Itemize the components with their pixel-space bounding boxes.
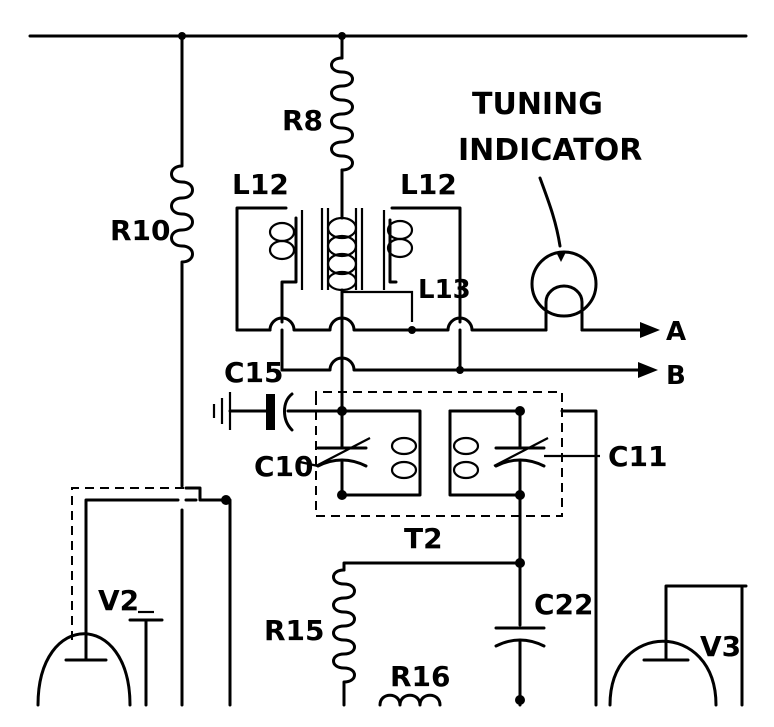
label-r15: R15: [264, 614, 325, 647]
label-c10: C10: [254, 450, 314, 483]
junction-r10-top: [178, 32, 186, 40]
label-c15: C15: [224, 356, 284, 389]
resistor-r16: [378, 693, 442, 707]
junction-c10-bottom: [337, 490, 347, 500]
junction-b: [456, 366, 464, 374]
label-indicator: INDICATOR: [458, 133, 642, 168]
label-v2: V2: [98, 584, 139, 617]
label-r10: R10: [110, 214, 171, 247]
label-l12-left: L12: [232, 168, 289, 201]
label-output-a: A: [666, 317, 686, 347]
label-l12-right: L12: [400, 168, 457, 201]
junction-c11-top: [515, 406, 525, 416]
resistor-r15: [332, 561, 522, 707]
label-t2: T2: [404, 522, 443, 555]
label-c11: C11: [608, 440, 668, 473]
tube-v3: [608, 584, 748, 707]
resistor-r8: [330, 34, 354, 172]
line-b: [280, 328, 658, 378]
junction-l13-tap: [408, 326, 416, 334]
label-output-b: B: [666, 361, 686, 391]
capacitor-c11: [448, 409, 600, 497]
tube-v2: [36, 486, 232, 707]
wire-right: [560, 409, 598, 707]
inductor-l12-left: [235, 206, 304, 332]
junction-c22-bottom: [515, 695, 525, 705]
line-a: [235, 316, 660, 338]
resistor-r10: [170, 34, 194, 707]
tuning-indicator-tube: [530, 176, 598, 332]
label-l13: L13: [418, 275, 471, 305]
capacitor-c15: [212, 392, 344, 432]
junction-c10-top: [337, 406, 347, 416]
capacitor-c10: [299, 316, 422, 497]
transformer-t2-box: [315, 391, 563, 517]
label-r16: R16: [390, 660, 451, 693]
label-tuning: TUNING: [472, 87, 603, 122]
label-r8: R8: [282, 104, 323, 137]
inductor-l12-right: [382, 206, 462, 324]
junction-r8-top: [338, 32, 346, 40]
label-c22: C22: [534, 588, 594, 621]
label-v3: V3: [700, 630, 741, 663]
inductor-l13: [320, 168, 414, 322]
